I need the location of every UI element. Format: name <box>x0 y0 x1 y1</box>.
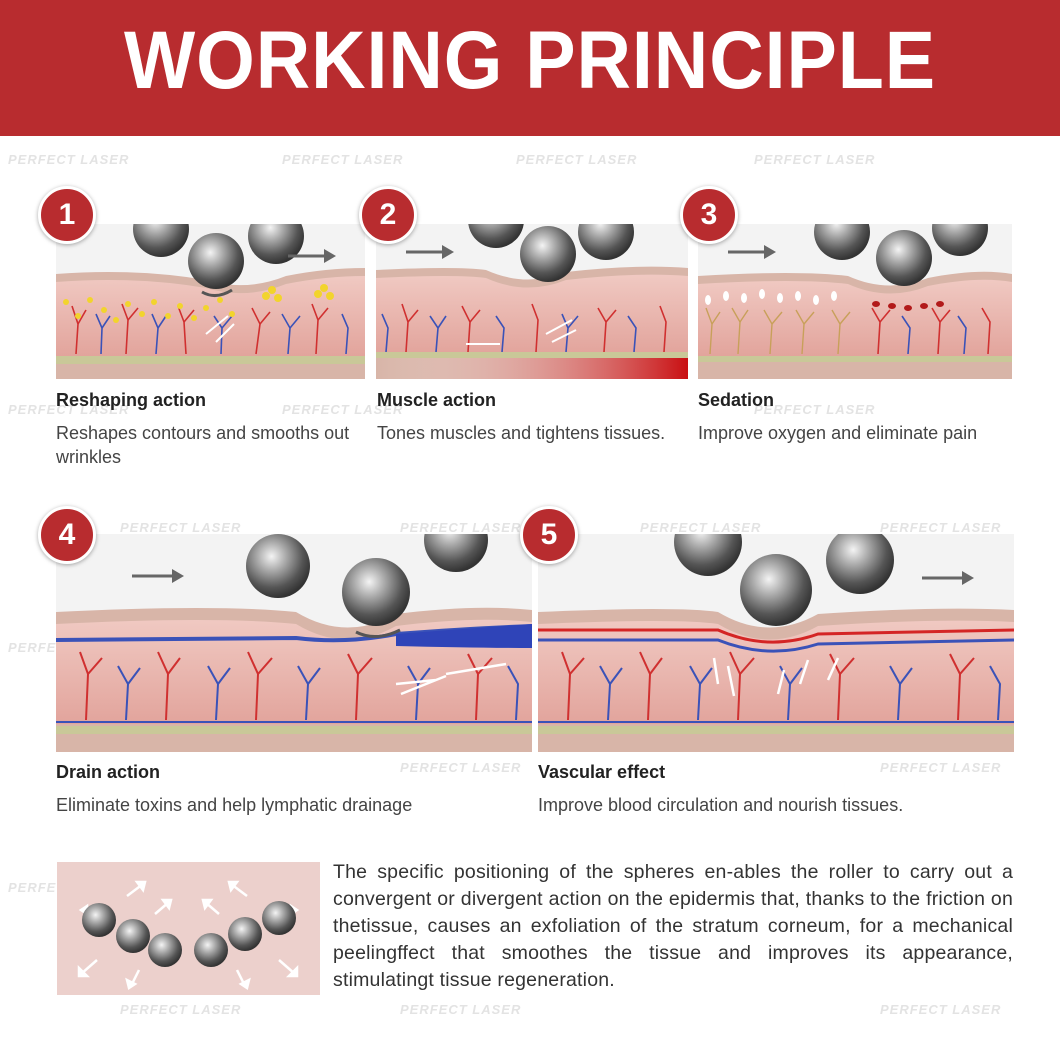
watermark: PERFECT LASER <box>120 520 242 535</box>
page-title: WORKING PRINCIPLE <box>124 15 936 106</box>
step-2-description: Tones muscles and tightens tissues. <box>377 423 666 443</box>
step-1-title: Reshaping action <box>56 390 207 410</box>
step-4-title: Drain action <box>56 762 161 782</box>
step-4-badge: 4 <box>38 506 96 564</box>
step-5-title: Vascular effect <box>538 762 666 782</box>
watermark: PERFECT LASER <box>754 402 876 417</box>
step-1-description: Reshapes contours and smooths out wrinkl… <box>56 423 350 467</box>
watermark: PERFECT LASER <box>400 760 522 775</box>
step-5-description: Improve blood circulation and nourish ti… <box>538 795 904 815</box>
step-3-title: Sedation <box>698 390 775 410</box>
watermark: PERFECT LASER <box>880 1002 1002 1017</box>
reshaping-illustration <box>56 224 365 379</box>
spheres-diagram <box>57 862 320 995</box>
description-paragraph: The specific positioning of the spheres … <box>333 861 1013 991</box>
watermark: PERFECT LASER <box>640 520 762 535</box>
step-1-badge: 1 <box>38 186 96 244</box>
drain-illustration <box>56 534 532 752</box>
step-4-description: Eliminate toxins and help lymphatic drai… <box>56 795 413 815</box>
step-3-description: Improve oxygen and eliminate pain <box>698 423 978 443</box>
watermark: PERFECT LASER <box>400 520 522 535</box>
watermark: PERFECT LASER <box>754 152 876 167</box>
watermark: PERFECT LASER <box>8 402 130 417</box>
vascular-illustration <box>538 534 1014 752</box>
header-banner: WORKING PRINCIPLE <box>0 0 1060 136</box>
step-2-badge: 2 <box>359 186 417 244</box>
watermark: PERFECT LASER <box>282 152 404 167</box>
muscle-illustration <box>376 224 688 379</box>
watermark: PERFECT LASER <box>516 152 638 167</box>
watermark: PERFECT LASER <box>880 520 1002 535</box>
watermark: PERFECT LASER <box>282 402 404 417</box>
step-2-title: Muscle action <box>377 390 497 410</box>
watermark: PERFECT LASER <box>8 152 130 167</box>
watermark: PERFECT LASER <box>880 760 1002 775</box>
sedation-illustration <box>698 224 1012 379</box>
watermark: PERFECT LASER <box>400 1002 522 1017</box>
step-5-badge: 5 <box>520 506 578 564</box>
step-3-badge: 3 <box>680 186 738 244</box>
watermark: PERFECT LASER <box>120 1002 242 1017</box>
